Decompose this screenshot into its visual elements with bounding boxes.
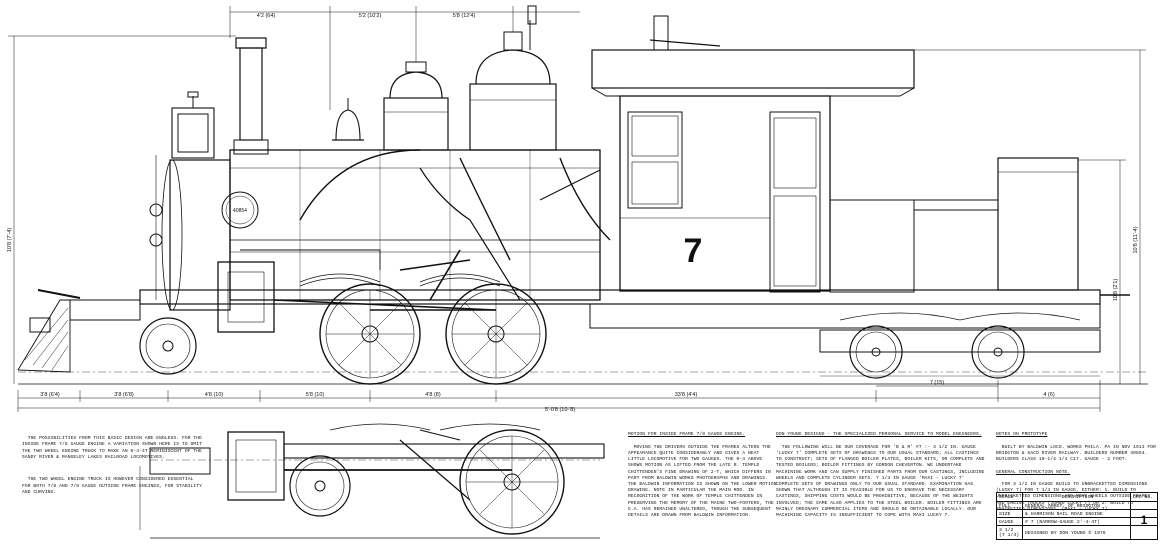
motion-note-heading: MOTION FOR INSIDE FRAME 7/8 GAUGE ENGINE… [628, 432, 746, 438]
steam-dome [469, 20, 557, 151]
scale-label: SCALE [997, 493, 1023, 501]
dim-bottom-2: 3'8 (6'8) [114, 392, 134, 398]
gauge-label: GAUGE [997, 518, 1023, 526]
cylinder [217, 261, 275, 333]
full-label: FULL [997, 502, 1023, 510]
bell [332, 98, 364, 141]
designed-by: DESIGNED BY DON YOUNG © 1976 [1023, 526, 1131, 540]
main-elevation: 40854 [17, 5, 1148, 385]
service-note-heading: DON YOUNG DESIGNS - THE SPECIALIZED PERS… [776, 432, 982, 438]
frame [139, 289, 1130, 329]
dim-top-2: 5'2 (10'2) [359, 13, 382, 19]
dim-bottom-1: 3'8 (6'4) [40, 392, 60, 398]
description-line-3: # 7 (NARROW-GAUGE 2'-4-4T) [1023, 518, 1131, 526]
title-block: SCALE DESCRIPTION DRG No. FULL GENERAL A… [996, 492, 1158, 540]
bunker [829, 157, 1079, 293]
right-height-2: 10'8 (2'1) [1113, 279, 1119, 302]
service-note-body: THE FOLLOWING WILL BE OUR COVERAGE FOR '… [776, 444, 988, 519]
description-label: DESCRIPTION [1023, 493, 1131, 501]
drawing-number-label: DRG No. [1133, 494, 1154, 500]
loco-number: 7 [684, 232, 703, 270]
left-note-1: THE POSSIBILITIES FROM THIS BASIC DESIGN… [22, 436, 205, 460]
dim-bottom-4: 5'8 (10) [306, 392, 325, 398]
driving-wheel-front [319, 283, 421, 385]
motion-note: MOTION FOR INSIDE FRAME 7/8 GAUGE ENGINE… [628, 420, 778, 519]
whistle [527, 5, 537, 25]
pilot [17, 289, 81, 373]
dim-bottom-7: 4 (6) [1043, 392, 1054, 398]
gauge-value: 3 1/2 (7 1/4) [997, 526, 1023, 540]
dimension-lines [8, 6, 1146, 412]
description-line-2: & HARRISON RAIL ROAD ENGINE [1023, 510, 1131, 518]
overall-length: 5'-0'8 (10-'8) [545, 407, 576, 413]
plate-number: 40854 [233, 208, 247, 214]
pilot-wheel [139, 317, 197, 375]
drawing-number: 1 [1140, 513, 1148, 527]
dim-bottom-3: 4'8 (10) [205, 392, 224, 398]
description-line-1: GENERAL ARRGT. OF BRIDGTON [1023, 502, 1131, 510]
valve-gear [273, 249, 497, 311]
dimension-texts: 4'2 (64) 5'2 (10'2) 5'8 (12'4) 3'8 (6'4)… [7, 13, 1139, 413]
prototype-note-heading: NOTES ON PROTOTYPE [996, 432, 1048, 438]
dim-bottom-5: 4'8 (8) [425, 392, 441, 398]
builders-plate [221, 191, 259, 229]
sand-dome [383, 61, 449, 151]
dim-bottom-8: 7 (15) [930, 380, 945, 386]
cab [591, 15, 915, 293]
construction-note-heading: GENERAL CONSTRUCTION NOTE. [996, 469, 1071, 475]
dim-bottom-6: 33'8 (4'4) [675, 392, 698, 398]
left-note-2: THE TWO WHEEL ENGINE TRUCK IS HOWEVER CO… [22, 477, 205, 495]
smokestack [233, 37, 269, 155]
boiler [229, 149, 601, 301]
springs [299, 273, 1081, 321]
dim-top-1: 4'2 (64) [257, 13, 276, 19]
service-note: DON YOUNG DESIGNS - THE SPECIALIZED PERS… [776, 420, 986, 519]
size-label: SIZE [997, 510, 1023, 518]
right-height-1: 10'8 (11'-4) [1133, 226, 1139, 253]
trailing-truck [819, 325, 1101, 379]
headlight [171, 91, 215, 159]
dim-top-3: 5'8 (12'4) [453, 13, 476, 19]
left-notes: THE POSSIBILITIES FROM THIS BASIC DESIGN… [22, 430, 202, 496]
driving-wheel-rear [445, 283, 547, 385]
pipework [240, 149, 611, 301]
motion-note-body: MOVING THE DRIVERS OUTSIDE THE FRAMES AL… [628, 444, 780, 519]
left-height: 10'8 (7'-4) [7, 228, 13, 253]
motion-detail-drawing [139, 423, 605, 539]
prototype-note-body: BUILT BY BALDWIN LOCO. WORKS PHILA. PA I… [996, 444, 1159, 463]
